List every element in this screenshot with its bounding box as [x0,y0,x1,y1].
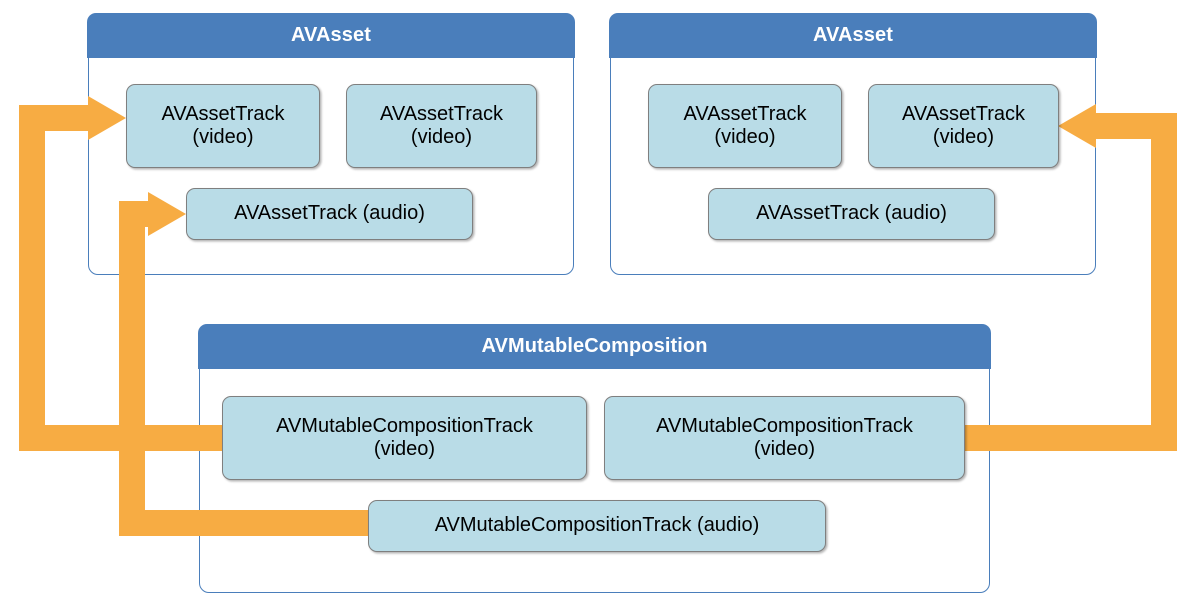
container-title-asset-left: AVAsset [87,13,575,59]
track-comp-audio[interactable]: AVMutableCompositionTrack (audio) [368,500,826,552]
track-comp-video-1[interactable]: AVMutableCompositionTrack (video) [222,396,587,480]
track-asset-right-audio[interactable]: AVAssetTrack (audio) [708,188,995,240]
track-asset-left-video-1[interactable]: AVAssetTrack (video) [126,84,320,168]
track-asset-left-video-2[interactable]: AVAssetTrack (video) [346,84,537,168]
track-asset-right-video-1[interactable]: AVAssetTrack (video) [648,84,842,168]
track-asset-left-audio[interactable]: AVAssetTrack (audio) [186,188,473,240]
container-title-composition: AVMutableComposition [198,324,991,370]
container-title-asset-right: AVAsset [609,13,1097,59]
track-comp-video-2[interactable]: AVMutableCompositionTrack (video) [604,396,965,480]
track-asset-right-video-2[interactable]: AVAssetTrack (video) [868,84,1059,168]
